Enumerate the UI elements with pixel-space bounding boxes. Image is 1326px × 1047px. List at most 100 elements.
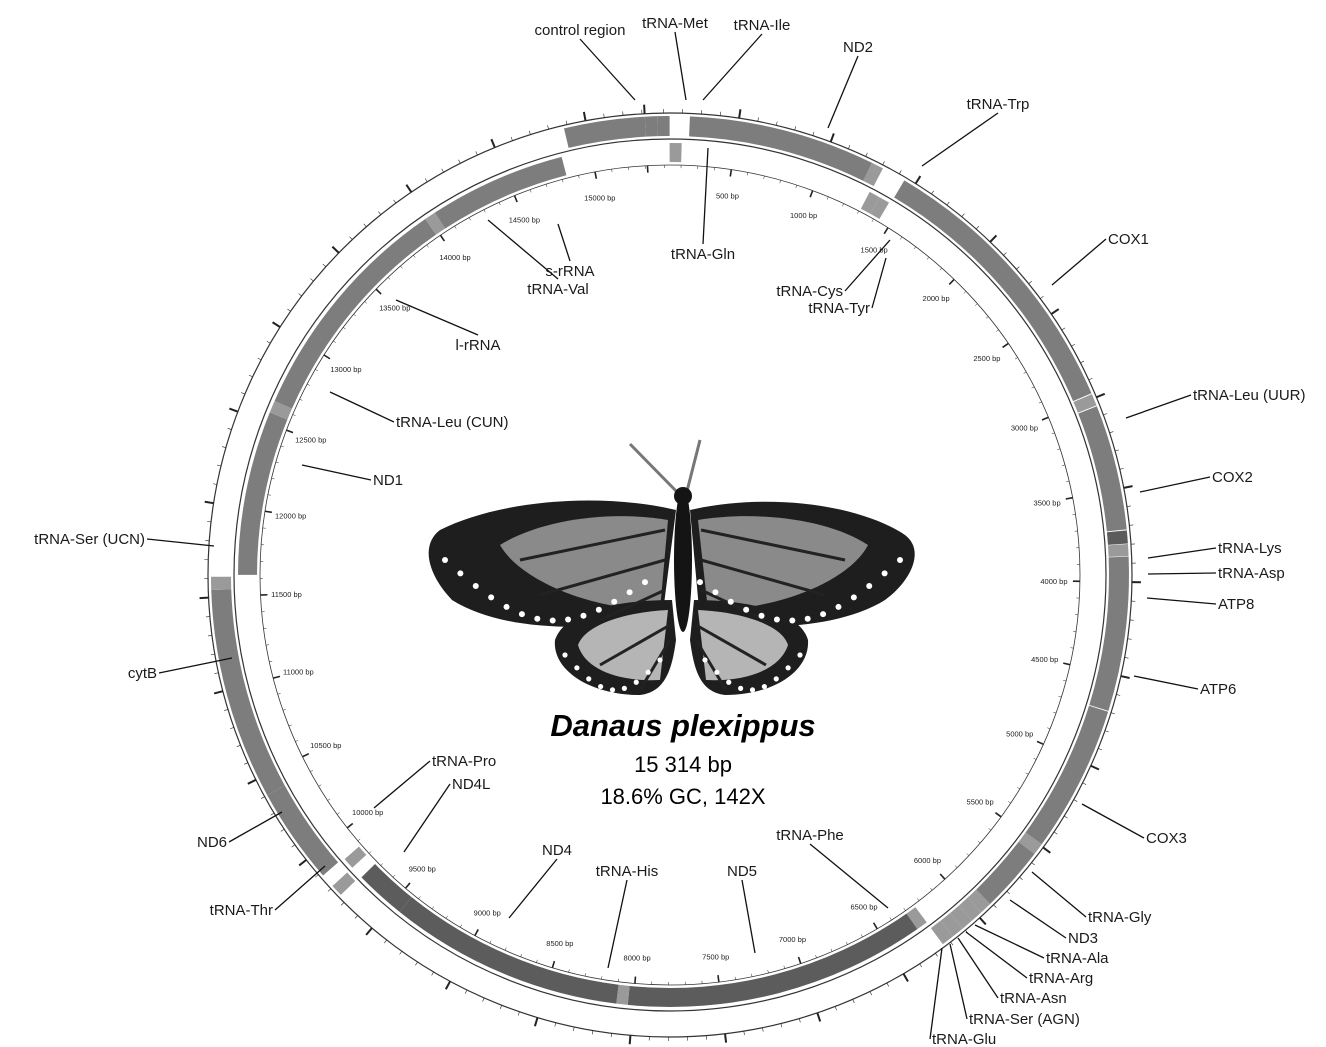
inner-tick [354, 314, 356, 316]
outer-tick [261, 797, 265, 799]
feature-trna-his [616, 985, 629, 1005]
inner-tick [904, 908, 906, 910]
outer-tick [258, 358, 262, 360]
outer-tick [903, 974, 908, 982]
wing-spot [897, 557, 903, 563]
leader-trna-phe [810, 844, 888, 908]
tick-label: 7000 bp [779, 935, 806, 944]
inner-tick [964, 291, 966, 293]
tick-label: 500 bp [716, 191, 739, 200]
outer-tick [853, 999, 855, 1003]
label-trna-ser-ucn: tRNA-Ser (UCN) [34, 531, 145, 548]
feature-cox3 [1026, 706, 1109, 844]
inner-tick [388, 277, 390, 279]
inner-tick [432, 906, 434, 908]
inner-tick [874, 923, 878, 929]
inner-tick [401, 266, 403, 268]
feature-s-rrna [435, 157, 567, 229]
inner-tick [914, 247, 916, 249]
outer-tick [229, 409, 237, 412]
inner-tick [1070, 648, 1073, 649]
inner-tick [799, 957, 801, 964]
outer-tick [323, 264, 326, 267]
leader-nd4l [404, 784, 450, 852]
inner-tick [831, 949, 832, 952]
outer-tick [916, 176, 921, 184]
label-trna-ala: tRNA-Ala [1046, 950, 1109, 967]
tick-label: 4000 bp [1040, 577, 1067, 586]
outer-tick [573, 1027, 574, 1031]
inner-tick [393, 875, 395, 877]
inner-tick [283, 709, 286, 710]
wing-spot [642, 579, 648, 585]
outer-tick [758, 117, 759, 121]
inner-tick [747, 172, 748, 175]
outer-tick [214, 691, 223, 693]
tick-label: 1000 bp [790, 211, 817, 220]
outer-tick [446, 981, 450, 989]
inner-tick [562, 179, 563, 182]
outer-tick [459, 160, 461, 164]
inner-tick [796, 185, 797, 188]
leader-trna-ile [703, 34, 762, 100]
outer-tick [866, 153, 868, 157]
outer-tick [1020, 877, 1023, 880]
inner-tick [967, 854, 969, 856]
inner-tick [536, 960, 537, 963]
inner-tick [751, 974, 752, 977]
feature-nd3 [976, 842, 1034, 904]
outer-tick [990, 235, 996, 241]
leader-trna-glu [930, 948, 942, 1039]
wing-spot [738, 686, 743, 691]
label-trna-gln: tRNA-Gln [671, 246, 735, 263]
leader-trna-gly [1032, 872, 1086, 917]
inner-tick [718, 975, 719, 982]
left-antenna [630, 444, 680, 495]
wing-spot [797, 652, 802, 657]
outer-tick [535, 1018, 538, 1027]
label-atp8: ATP8 [1218, 596, 1254, 613]
inner-tick [289, 725, 292, 726]
outer-tick [1071, 344, 1074, 346]
inner-tick [884, 228, 888, 234]
outer-tick [442, 169, 444, 172]
leader-trna-ala [975, 925, 1044, 958]
outer-tick [1111, 713, 1115, 714]
feature-l-rrna [275, 219, 436, 409]
butterfly-head [674, 487, 692, 505]
leader-trna-trp [922, 113, 998, 166]
feature-trna-ile [657, 116, 669, 136]
leader-trna-met [675, 32, 686, 100]
wing-spot [750, 687, 755, 692]
outer-tick [406, 185, 411, 192]
outer-tick [213, 484, 217, 485]
tick-label: 12500 bp [295, 435, 326, 444]
leader-control-region [580, 39, 635, 100]
wing-spot [627, 589, 633, 595]
outer-tick [555, 1023, 556, 1027]
wing-spot [580, 613, 586, 619]
inner-tick [930, 888, 932, 890]
outer-tick [962, 214, 965, 217]
wing-spot [697, 579, 703, 585]
outer-tick [1089, 378, 1093, 380]
wing-spot [565, 616, 571, 622]
inner-tick [635, 977, 636, 984]
outer-tick [744, 1031, 745, 1035]
inner-tick [419, 896, 421, 898]
leader-trna-asn [958, 938, 998, 998]
label-trna-met: tRNA-Met [642, 15, 709, 32]
leader-trna-leu-uur [1126, 395, 1191, 418]
outer-tick [228, 428, 232, 429]
outer-tick [511, 137, 512, 141]
outer-tick [1110, 432, 1114, 433]
outer-tick [725, 1034, 726, 1043]
tick-label: 8500 bp [546, 939, 573, 948]
wing-spot [762, 684, 767, 689]
leader-trna-lys [1148, 548, 1216, 558]
inner-tick [1052, 433, 1055, 434]
outer-tick [762, 1028, 763, 1032]
inner-tick [1003, 343, 1009, 347]
inner-tick [1059, 696, 1062, 697]
inner-tick [955, 866, 957, 868]
